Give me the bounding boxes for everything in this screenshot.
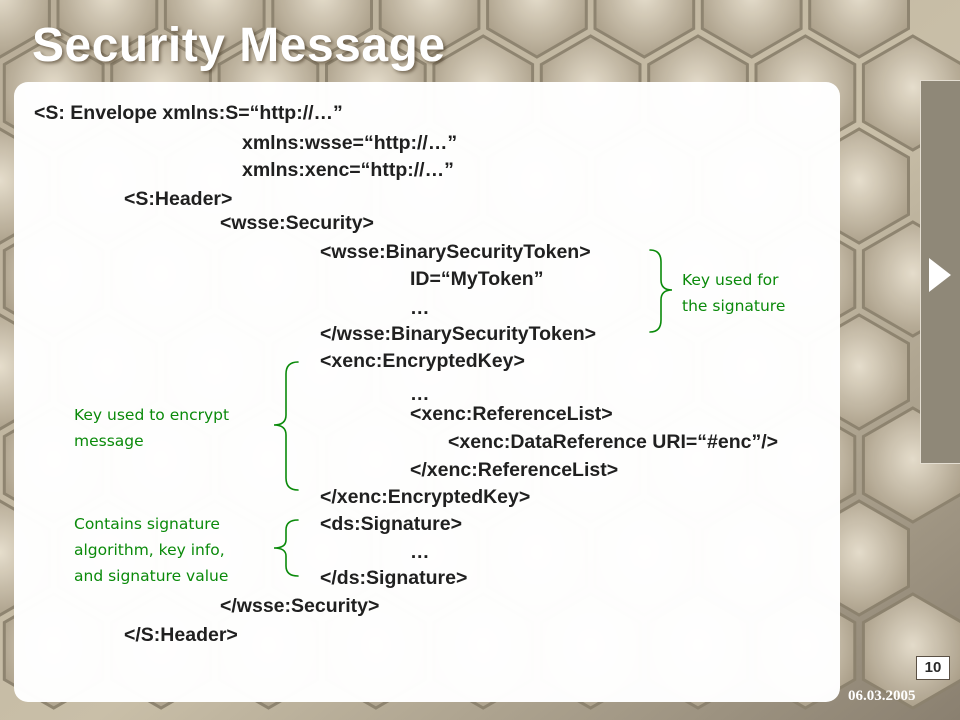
code-line-referencelist-close: </xenc:ReferenceList> xyxy=(410,459,619,481)
code-line-token-close: </wsse:BinarySecurityToken> xyxy=(320,323,597,345)
brace-signature-key xyxy=(649,249,673,333)
hexagon-tile xyxy=(378,0,481,59)
code-line-header-open: <S:Header> xyxy=(124,188,233,210)
brace-signature-info xyxy=(273,519,299,577)
code-line-header-close: </S:Header> xyxy=(124,624,238,646)
code-line-signature-ellipsis: … xyxy=(410,541,430,563)
code-line-security-open: <wsse:Security> xyxy=(220,212,374,234)
slide-date: 06.03.2005 xyxy=(848,688,916,704)
code-line-referencelist-open: <xenc:ReferenceList> xyxy=(410,403,613,425)
note-signature-info-line-1: Contains signature xyxy=(74,515,220,533)
note-signature-info-line-3: and signature value xyxy=(74,567,229,585)
hexagon-tile xyxy=(700,0,803,59)
code-line-datareference: <xenc:DataReference URI=“#enc”/> xyxy=(448,431,779,453)
code-line-token-id: ID=“MyToken” xyxy=(410,268,544,290)
hexagon-tile xyxy=(808,0,910,59)
note-signature-key-line-1: Key used for xyxy=(682,271,779,289)
code-line-encryptedkey-open: <xenc:EncryptedKey> xyxy=(320,350,525,372)
code-line-signature-open: <ds:Signature> xyxy=(320,513,462,535)
code-line-token-ellipsis: … xyxy=(410,297,430,319)
hexagon-tile xyxy=(271,0,373,59)
note-encrypt-key-line-1: Key used to encrypt xyxy=(74,406,230,424)
note-encrypt-key-line-2: message xyxy=(74,432,144,450)
brace-encrypt-key xyxy=(273,361,299,491)
code-line-security-close: </wsse:Security> xyxy=(220,595,380,617)
code-line-envelope: <S: Envelope xmlns:S=“http://…” xyxy=(34,102,343,124)
slide-title: Security Message xyxy=(32,19,446,72)
slide-number: 10 xyxy=(916,656,950,680)
code-line-token-open: <wsse:BinarySecurityToken> xyxy=(320,241,591,263)
code-line-xmlns-wsse: xmlns:wsse=“http://…” xyxy=(242,132,458,154)
code-line-encryptedkey-close: </xenc:EncryptedKey> xyxy=(320,486,531,508)
code-line-xmlns-xenc: xmlns:xenc=“http://…” xyxy=(242,159,454,181)
next-slide-arrow-icon[interactable] xyxy=(929,258,951,292)
code-line-signature-close: </ds:Signature> xyxy=(320,567,468,589)
code-line-encryptedkey-ellipsis: … xyxy=(410,383,430,405)
hexagon-tile xyxy=(56,0,159,59)
hexagon-tile xyxy=(593,0,696,59)
hexagon-tile xyxy=(0,0,51,59)
note-signature-key-line-2: the signature xyxy=(682,297,786,315)
hexagon-tile xyxy=(486,0,588,59)
content-panel xyxy=(14,82,840,702)
note-signature-info-line-2: algorithm, key info, xyxy=(74,541,225,559)
hexagon-tile xyxy=(163,0,266,59)
